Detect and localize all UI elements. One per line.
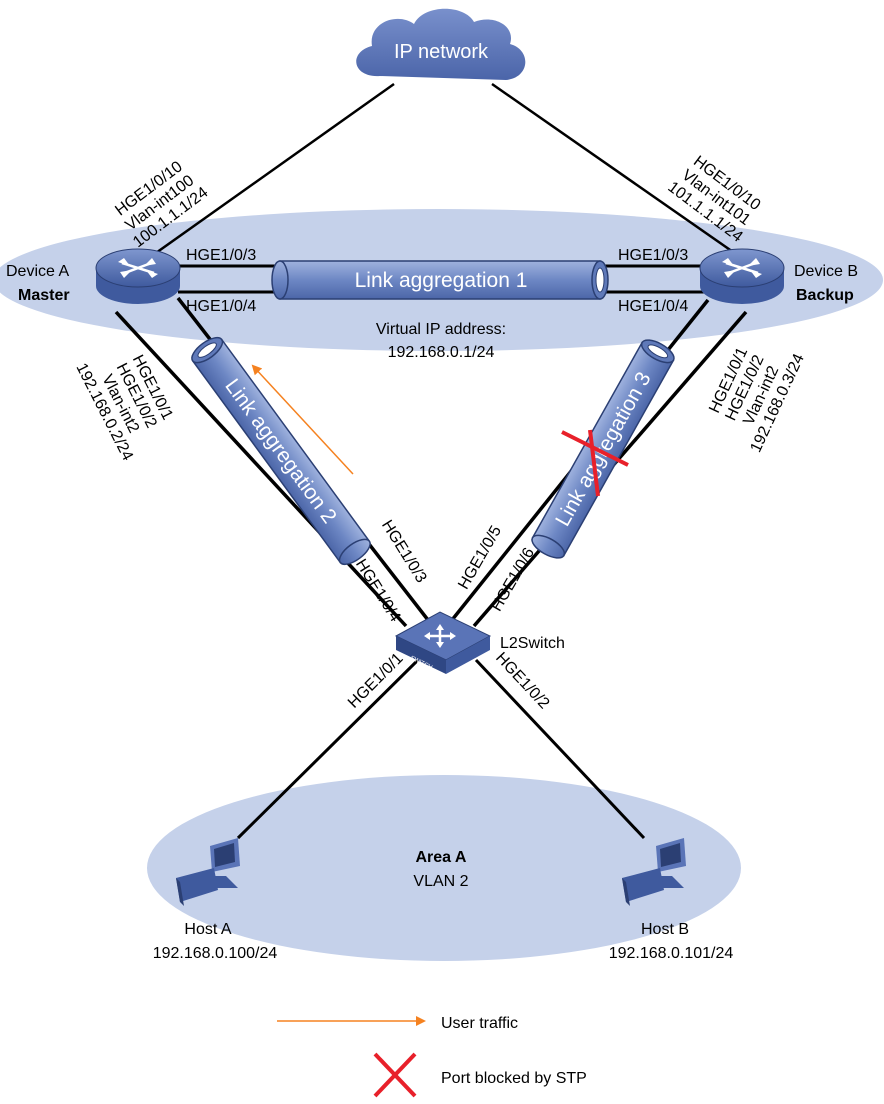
link-aggregation-1-label: Link aggregation 1 [355,269,528,292]
link-aggregation-2-tube [191,336,371,566]
link-switch-host-a [236,658,420,840]
switch-port-to-a-1: HGE1/0/3 [378,517,430,586]
link-aggregation-2-label: Link aggregation 2 [220,375,341,528]
switch-port-to-host-b: HGE1/0/2 [492,649,552,712]
switch-port-to-a-2: HGE1/0/4 [352,556,404,625]
link-a-switch-1 [114,310,408,628]
link-switch-host-b [474,658,646,840]
host-a-name: Host A [184,921,231,938]
link-aggregation-1-tube [271,260,609,300]
area-a-ellipse [147,775,741,961]
uplink-device-a [145,82,395,262]
device-a-port-bottom: HGE1/0/4 [186,298,256,315]
device-a-port-top: HGE1/0/3 [186,247,256,264]
virtual-ip-label: Virtual IP address: [376,321,506,338]
area-name: Area A [416,849,467,866]
link-aggregation-3-label: Link aggregation 3 [551,368,656,530]
user-traffic-arrow [251,364,354,475]
device-b-name: Device B [794,263,858,280]
host-b-ip: 192.168.0.101/24 [609,945,734,962]
switch-port-to-b-2: HGE1/0/6 [488,545,538,614]
cloud-icon [356,8,526,80]
area-vlan: VLAN 2 [413,873,468,890]
host-a-pc-icon [176,838,240,906]
legend-traffic-label: User traffic [441,1015,518,1032]
legend-blocked-x-icon [373,1052,417,1098]
stp-blocked-x-icon [561,429,629,497]
device-b-router-icon [699,248,785,304]
host-a-ip: 192.168.0.100/24 [153,945,278,962]
device-a-role: Master [18,287,70,304]
device-a-router-icon [95,248,181,304]
l2-switch-icon [394,611,492,674]
device-b-port-top: HGE1/0/3 [618,247,688,264]
link-aggregation-3-tube [531,339,675,559]
legend-blocked-label: Port blocked by STP [441,1070,587,1087]
device-a-downlink-labels: HGE1/0/1 HGE1/0/2 Vlan-int2 192.168.0.2/… [72,352,175,463]
switch-name: L2Switch [500,635,565,652]
switch-port-to-b-1: HGE1/0/5 [455,523,505,592]
host-b-pc-icon [622,838,686,906]
uplink-device-b [491,82,737,256]
host-b-name: Host B [641,921,689,938]
virtual-ip-value: 192.168.0.1/24 [388,344,495,361]
device-a-name: Device A [6,263,69,280]
ip-network-label: IP network [394,41,489,63]
device-b-port-bottom: HGE1/0/4 [618,298,688,315]
device-b-role: Backup [796,287,854,304]
